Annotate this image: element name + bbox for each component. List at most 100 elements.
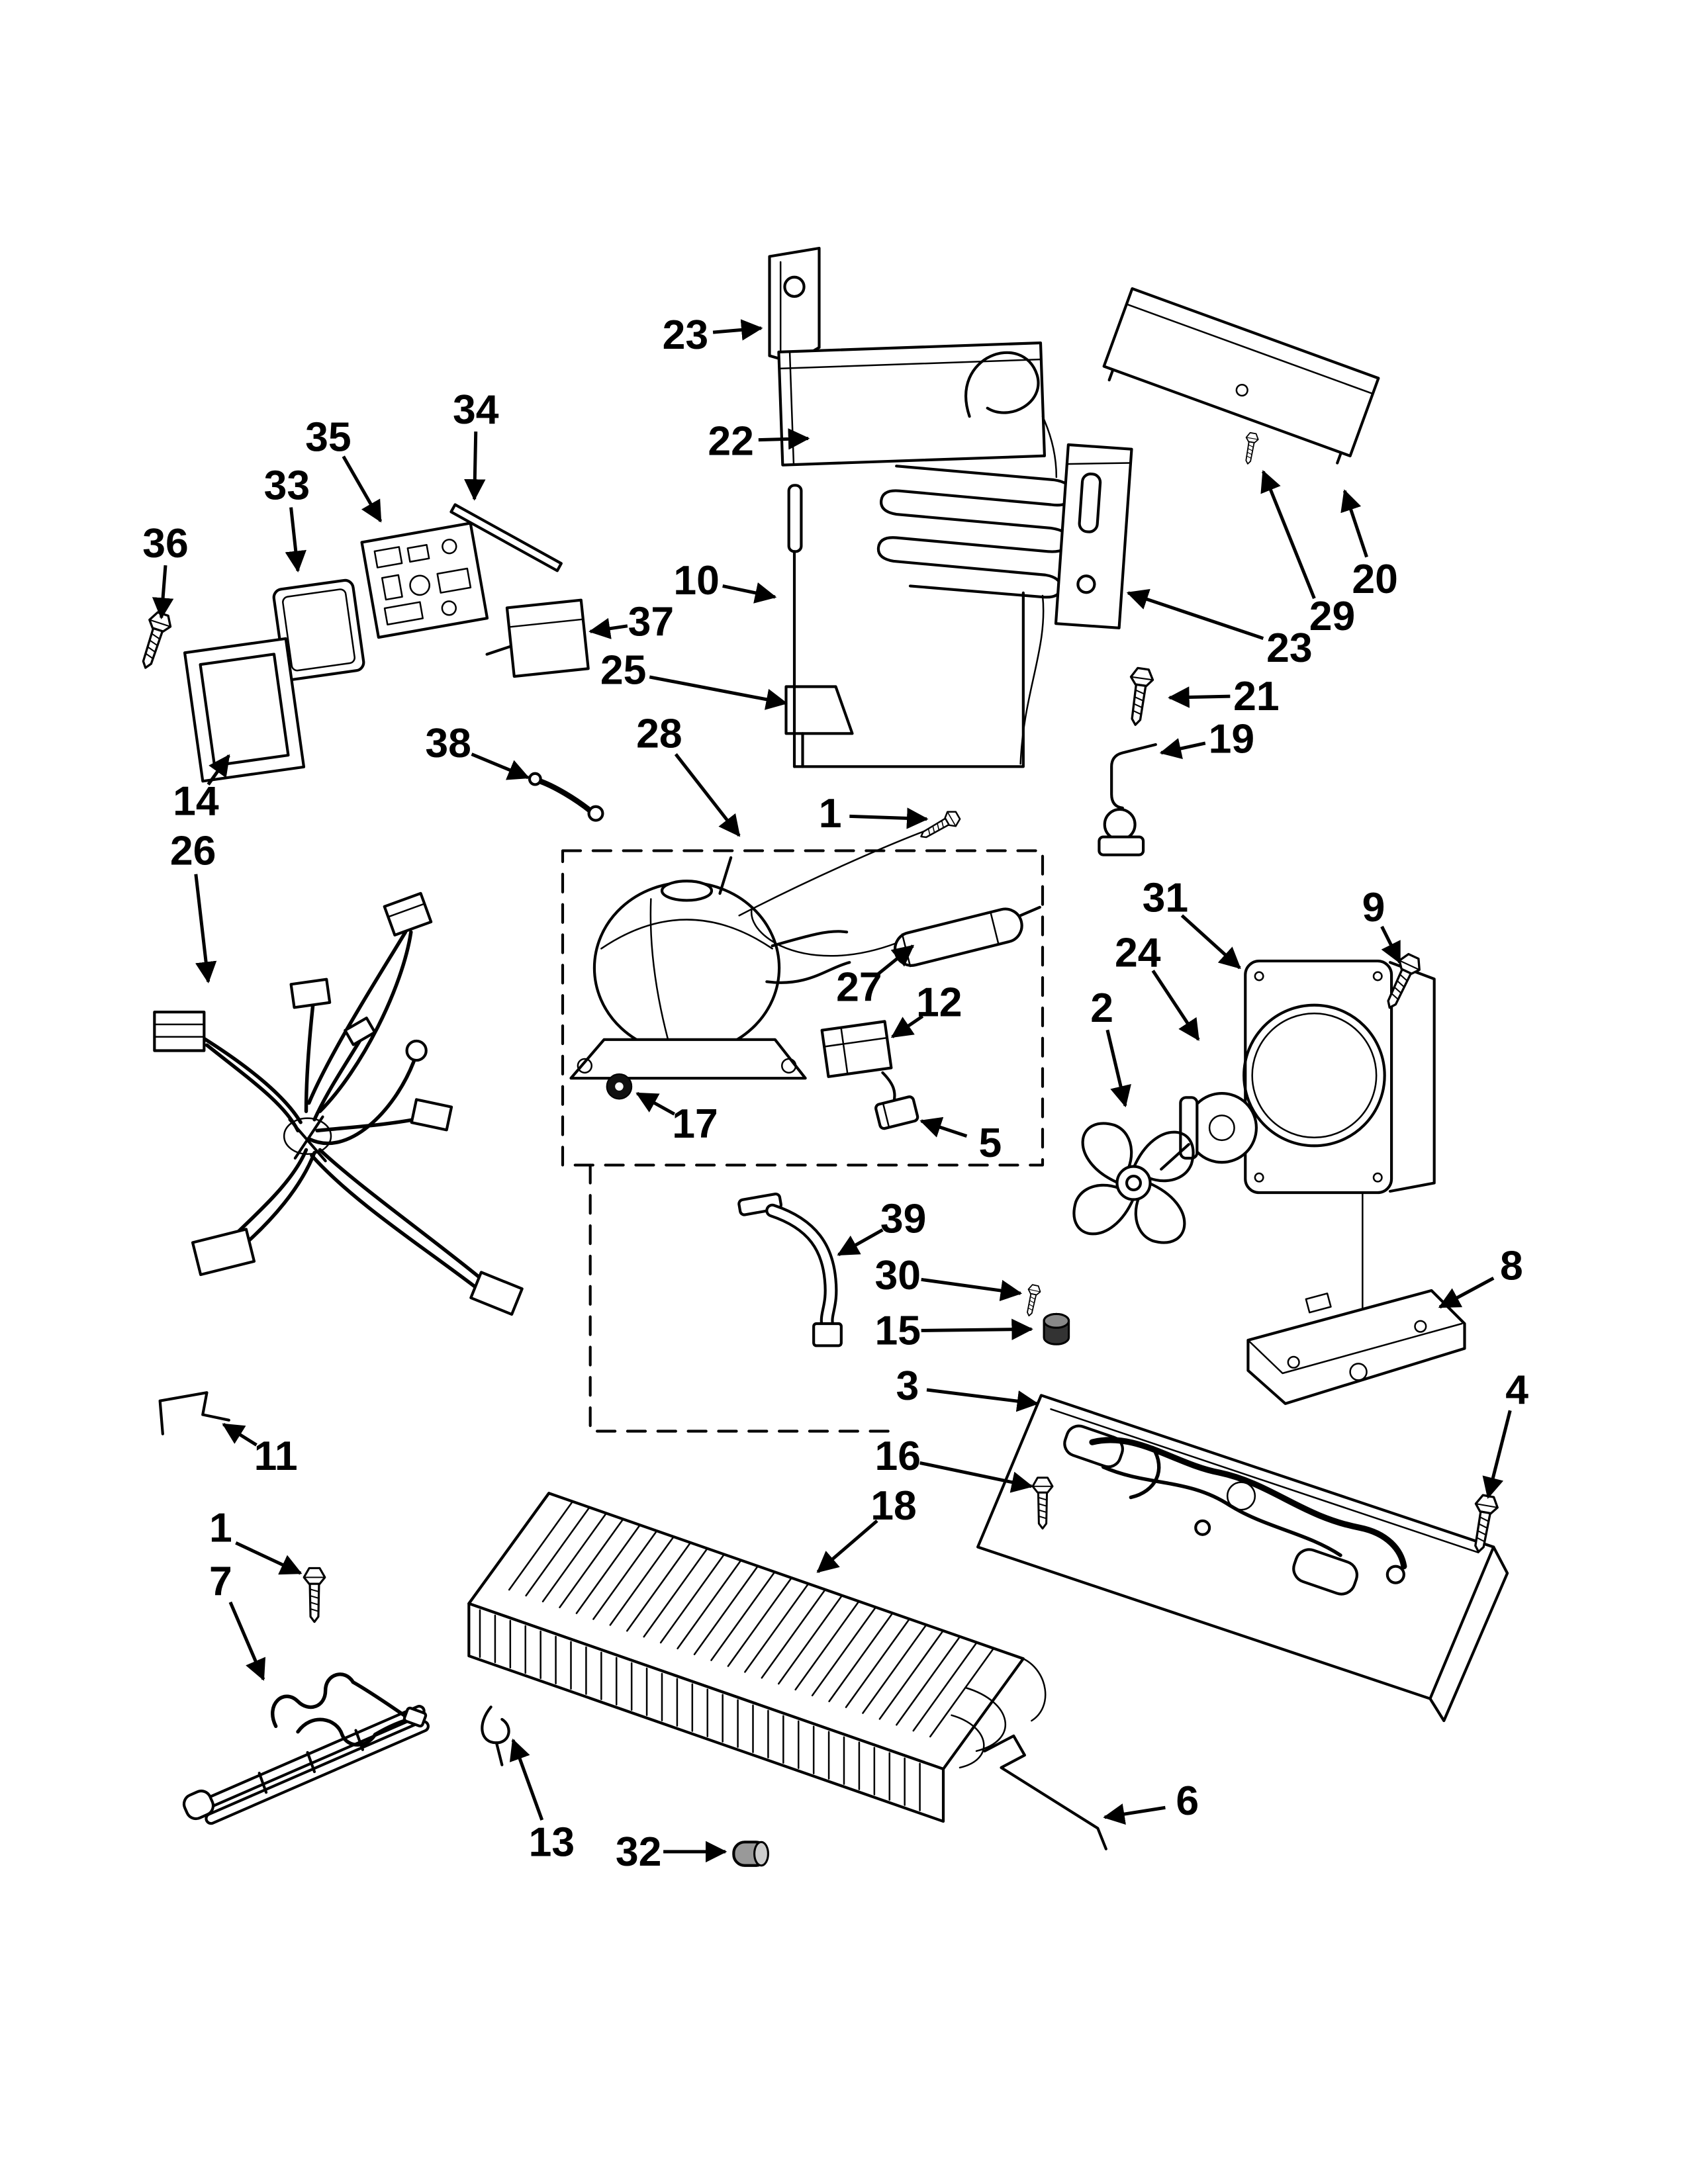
condenser-tube-loop <box>964 351 1040 418</box>
wire-shield-6 <box>983 1734 1107 1850</box>
compressor-compartment-boundary <box>561 849 1045 1433</box>
callout-leader-17 <box>635 1091 675 1116</box>
callout-leader-34 <box>464 432 486 501</box>
callout-leader-23 <box>1126 589 1264 640</box>
callout-leader-38 <box>471 752 530 780</box>
callout-leader-12 <box>890 1015 924 1038</box>
evaporator-18 <box>467 1492 1047 1823</box>
callout-leader-31 <box>1180 914 1241 970</box>
callout-leader-28 <box>674 753 741 837</box>
callout-leader-30 <box>921 1277 1023 1302</box>
callout-leader-37 <box>588 617 628 639</box>
callout-label-7: 7 <box>209 1559 232 1605</box>
bushing-15 <box>1043 1312 1070 1345</box>
callout-leader-24 <box>1151 970 1200 1041</box>
callout-leader-13 <box>509 1738 544 1821</box>
condenser-feed-tube <box>1041 415 1058 478</box>
callout-label-27: 27 <box>836 964 882 1011</box>
callout-label-15: 15 <box>874 1307 921 1353</box>
callout-label-12: 12 <box>916 979 962 1026</box>
bottom-pan-3 <box>976 1394 1509 1723</box>
spacer-32 <box>732 1841 769 1867</box>
callout-label-30: 30 <box>874 1252 921 1298</box>
evaporator-coil-hatch <box>508 1500 995 1738</box>
callout-leader-1 <box>849 807 929 829</box>
callout-label-26: 26 <box>170 827 216 874</box>
callout-leader-1 <box>235 1541 303 1575</box>
callout-leader-20 <box>1340 489 1368 558</box>
callout-label-22: 22 <box>708 418 754 465</box>
callout-leader-16 <box>919 1461 1033 1493</box>
plug-5 <box>874 1095 919 1130</box>
callout-leader-33 <box>285 507 306 572</box>
callout-leader-29 <box>1260 470 1316 600</box>
callout-leader-35 <box>342 455 383 523</box>
callout-label-11: 11 <box>254 1433 298 1479</box>
motor-bracket-8 <box>1246 1289 1466 1405</box>
drain-tube-39 <box>737 1192 843 1347</box>
callout-leader-8 <box>1438 1277 1495 1309</box>
callout-leader-19 <box>1159 738 1206 759</box>
clip-13 <box>481 1706 510 1766</box>
callout-leader-18 <box>816 1520 878 1573</box>
callout-leader-25 <box>649 675 788 710</box>
relay-12 <box>820 1020 893 1078</box>
callout-leader-26 <box>194 874 217 983</box>
callout-leader-5 <box>919 1116 968 1138</box>
callout-label-29: 29 <box>1309 593 1356 639</box>
callout-label-37: 37 <box>628 599 675 645</box>
callout-label-33: 33 <box>264 462 310 508</box>
frame-25 <box>784 591 1025 768</box>
callout-label-1: 1 <box>209 1504 232 1551</box>
callout-label-8: 8 <box>1500 1242 1523 1289</box>
clip-11 <box>158 1391 230 1435</box>
link-38 <box>528 772 604 822</box>
callout-leader-9 <box>1380 925 1401 964</box>
callout-label-13: 13 <box>529 1819 575 1865</box>
callout-leader-10 <box>722 582 777 604</box>
callout-leader-39 <box>837 1228 884 1257</box>
cover-plate-33 <box>272 578 365 681</box>
callout-label-6: 6 <box>1176 1778 1199 1824</box>
callout-leader-2 <box>1105 1029 1131 1108</box>
callout-label-16: 16 <box>874 1433 921 1479</box>
callout-leader-11 <box>222 1422 258 1447</box>
callout-label-32: 32 <box>616 1829 662 1875</box>
callout-leader-3 <box>926 1388 1039 1412</box>
bracket-right-23 <box>1054 443 1133 629</box>
callout-leader-4 <box>1482 1410 1512 1499</box>
callout-label-4: 4 <box>1505 1367 1528 1413</box>
callout-label-28: 28 <box>636 710 682 756</box>
callout-leader-27 <box>876 944 915 976</box>
callout-leader-22 <box>758 428 810 450</box>
callout-label-38: 38 <box>425 720 471 766</box>
callout-leader-23 <box>712 319 763 341</box>
callout-label-10: 10 <box>673 557 720 604</box>
callout-leader-14 <box>207 754 230 786</box>
callout-leader-36 <box>152 565 174 619</box>
control-board-35 <box>360 522 489 639</box>
evaporator-fins <box>479 1609 921 1811</box>
wire-harness-26 <box>153 891 524 1316</box>
fan-blade-2 <box>1072 1122 1195 1244</box>
callout-label-2: 2 <box>1090 985 1113 1031</box>
callout-label-25: 25 <box>600 647 647 693</box>
condenser-coil-22 <box>777 341 1047 467</box>
callout-label-9: 9 <box>1362 884 1385 931</box>
callout-label-36: 36 <box>142 520 189 567</box>
callout-label-20: 20 <box>1352 556 1398 602</box>
gasket-frame-14 <box>183 637 306 783</box>
callout-label-19: 19 <box>1209 716 1255 762</box>
callout-label-39: 39 <box>880 1196 927 1242</box>
callout-leader-15 <box>921 1318 1033 1340</box>
callout-leader-6 <box>1103 1803 1166 1825</box>
callout-label-1: 1 <box>819 790 842 837</box>
callout-leader-21 <box>1168 686 1231 708</box>
callout-label-34: 34 <box>453 387 499 433</box>
compressor-28 <box>569 826 936 1080</box>
cover-plate-37 <box>485 598 590 678</box>
callout-label-5: 5 <box>978 1120 1002 1166</box>
grommet-17 <box>606 1073 633 1100</box>
